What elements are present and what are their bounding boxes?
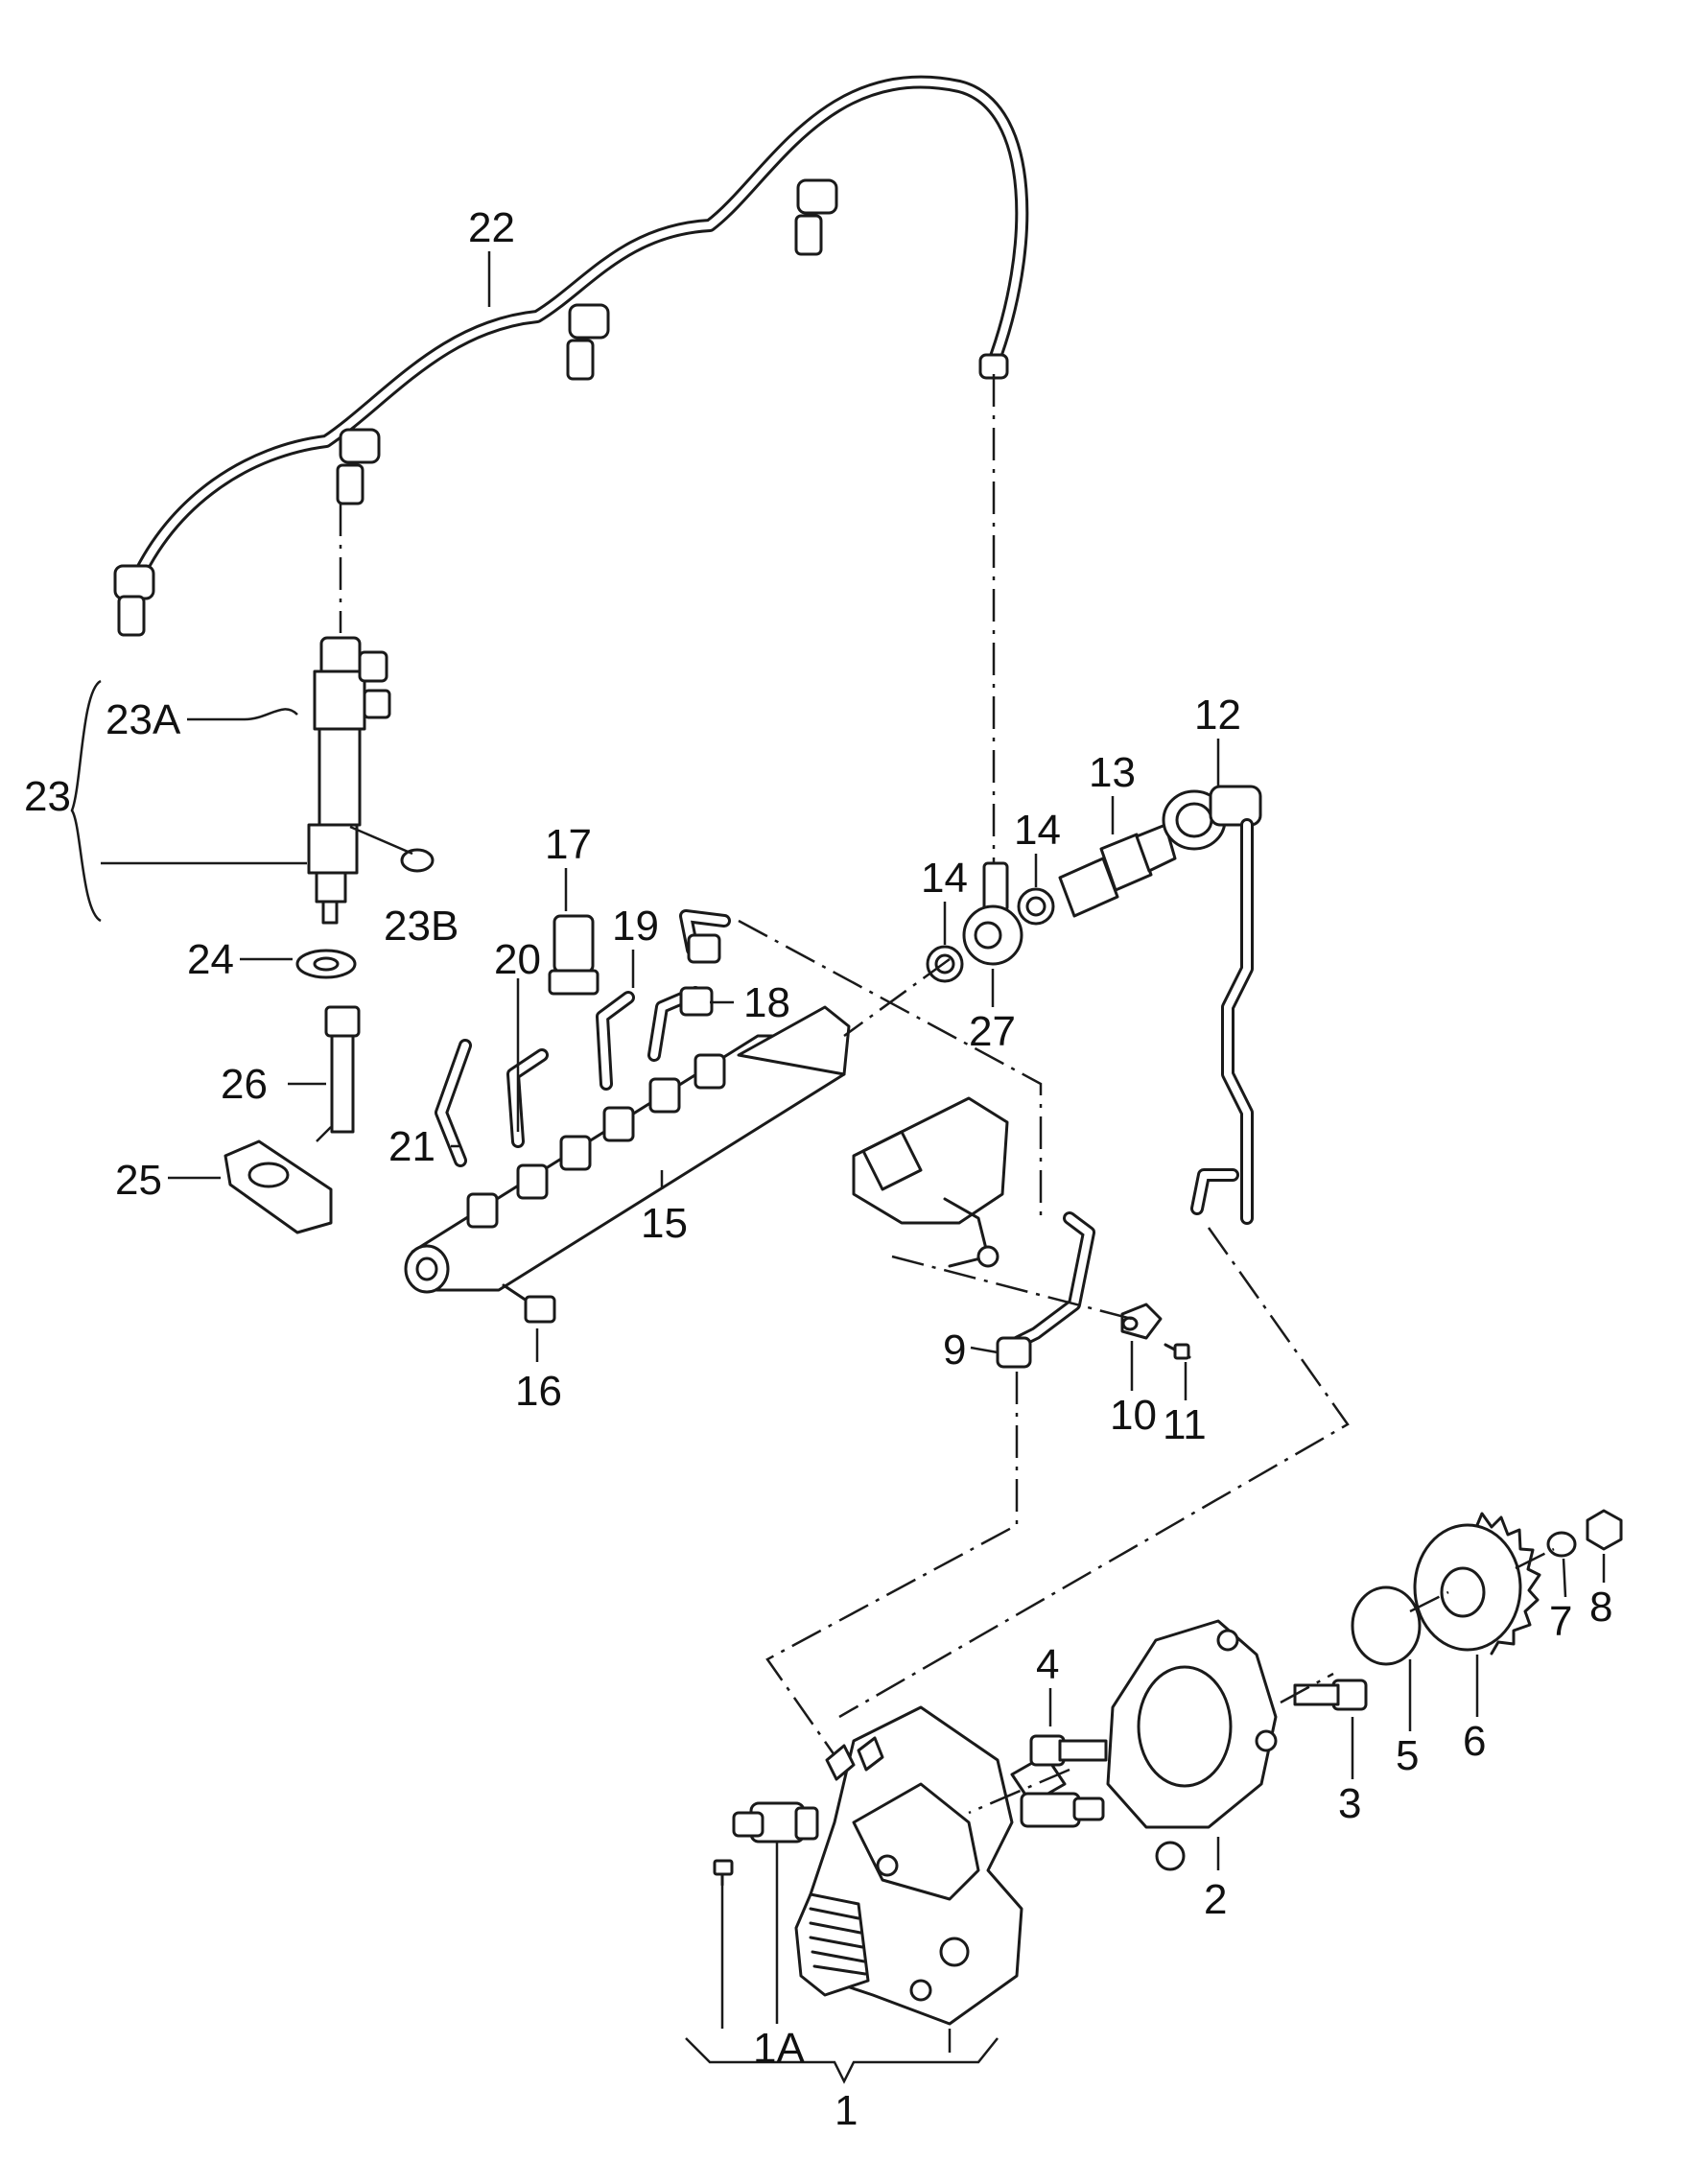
pipe-union-nut xyxy=(679,986,714,1017)
callout-13: 13 xyxy=(1089,749,1136,796)
pump-cooling-fins xyxy=(794,1892,870,1997)
assembly-line xyxy=(316,1126,332,1142)
callout-10: 10 xyxy=(1110,1392,1157,1439)
callout-25: 25 xyxy=(115,1157,162,1204)
return-line-clip xyxy=(1120,1303,1163,1340)
clamp-bolt xyxy=(324,1005,361,1134)
callout-2: 2 xyxy=(1204,1876,1227,1923)
callout-11: 11 xyxy=(1163,1401,1207,1448)
callout-7: 7 xyxy=(1549,1598,1572,1645)
rail-mounting-bolt xyxy=(502,1283,556,1324)
rail-bracket xyxy=(852,1096,1009,1268)
callout-23: 23 xyxy=(24,773,71,820)
injector-washer-hole xyxy=(313,956,340,972)
gear-washer xyxy=(1546,1531,1577,1558)
callout-26: 26 xyxy=(221,1061,268,1108)
flange-bolt xyxy=(1293,1679,1368,1711)
banjo-fitting xyxy=(962,861,1023,966)
callout-24: 24 xyxy=(187,936,234,983)
leader-lines xyxy=(70,251,1606,2084)
callout-19: 19 xyxy=(612,903,659,950)
assembly-line xyxy=(738,919,1043,1218)
callout-1a: 1A xyxy=(753,2025,805,2072)
hose-tee-connector xyxy=(566,303,610,381)
injector-clamp xyxy=(223,1139,333,1234)
gear-nut xyxy=(1586,1509,1623,1551)
adapter-union xyxy=(1058,823,1177,918)
return-hose-assembly xyxy=(113,75,1029,637)
flange-bolt xyxy=(1029,1734,1108,1767)
callout-1: 1 xyxy=(835,2087,858,2134)
seal-ring xyxy=(1017,887,1055,926)
callout-23b: 23B xyxy=(384,903,459,950)
pump-inlet-port xyxy=(825,1744,856,1781)
callout-8: 8 xyxy=(1589,1584,1612,1631)
callout-17: 17 xyxy=(545,821,592,868)
callout-4: 4 xyxy=(1036,1641,1059,1688)
callout-22: 22 xyxy=(468,204,515,251)
assembly-line xyxy=(765,1372,1019,1756)
callout-9: 9 xyxy=(943,1327,966,1374)
drive-gear xyxy=(1413,1512,1541,1656)
pump-mounting-flange xyxy=(1106,1619,1278,1871)
pump-fuel-metering-valve xyxy=(732,1801,819,1843)
assembly-line xyxy=(843,957,951,1038)
rail-pressure-sensor xyxy=(548,914,600,996)
callout-3: 3 xyxy=(1338,1780,1361,1827)
callout-14-left: 14 xyxy=(921,855,968,902)
assembly-line xyxy=(1515,1547,1555,1570)
callout-15: 15 xyxy=(641,1200,688,1247)
assembly-line xyxy=(968,1768,1070,1815)
callout-21: 21 xyxy=(388,1123,435,1170)
assembly-line xyxy=(1280,1590,1449,1704)
callout-27: 27 xyxy=(969,1008,1016,1055)
pipe-union-nut xyxy=(687,933,721,964)
callout-16: 16 xyxy=(515,1368,562,1415)
callout-14-right: 14 xyxy=(1014,807,1061,854)
supply-hose xyxy=(1162,785,1262,1225)
callout-5: 5 xyxy=(1396,1732,1419,1779)
clip-screw xyxy=(1164,1343,1191,1360)
injector-seal-ring xyxy=(400,848,435,873)
callout-20: 20 xyxy=(494,936,541,983)
hose-tee-connector xyxy=(336,428,381,505)
callout-18: 18 xyxy=(743,979,790,1026)
assembly-line xyxy=(838,1227,1350,1719)
pump-drive-shaft xyxy=(1020,1792,1105,1828)
callout-labels: 1 1A 2 3 4 5 6 7 8 9 10 11 12 13 14 14 1… xyxy=(24,204,1612,2134)
valve-screw xyxy=(713,1859,734,1887)
return-line-nut xyxy=(996,1336,1032,1369)
callout-23a: 23A xyxy=(106,696,181,743)
pump-outlet-port xyxy=(857,1736,884,1772)
hose-tee-connector xyxy=(794,178,838,256)
hose-end-elbow xyxy=(113,564,155,637)
fuel-rail xyxy=(404,1005,851,1294)
assembly-line xyxy=(891,1255,1133,1321)
injector xyxy=(307,636,391,925)
callout-12: 12 xyxy=(1194,692,1241,739)
callout-6: 6 xyxy=(1463,1718,1486,1765)
